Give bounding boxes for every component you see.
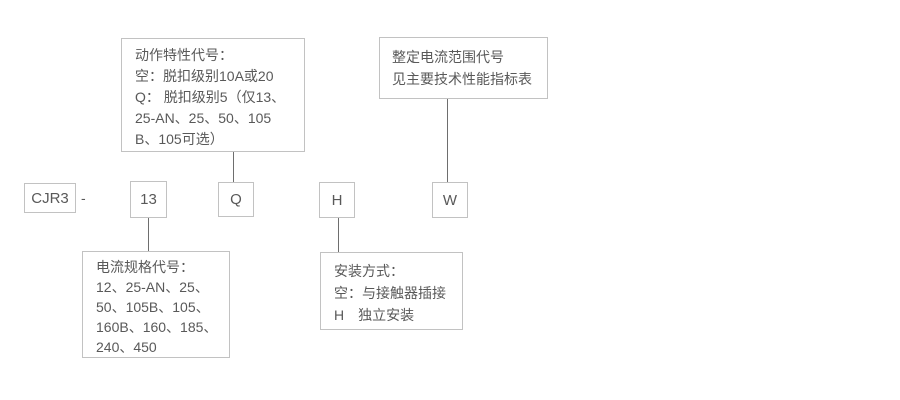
callout-text-line: 整定电流范围代号: [392, 49, 504, 65]
callout-text-line: 动作特性代号：: [135, 47, 233, 63]
connector-action-to-q: [233, 152, 234, 182]
model-prefix-box: CJR3: [24, 183, 76, 213]
connector-13-to-current: [148, 218, 149, 251]
callout-text-line: 50、105B、105、: [96, 299, 210, 315]
callout-text-line: B、105可选）: [135, 131, 224, 147]
callout-text-line: 空：脱扣级别10A或20: [135, 68, 274, 84]
current-spec-callout: 电流规格代号： 12、25-AN、25、 50、105B、105、 160B、1…: [82, 251, 230, 358]
mounting-code-box: H: [319, 182, 355, 218]
action-characteristic-code-label: Q: [230, 191, 242, 208]
setting-current-range-callout: 整定电流范围代号 见主要技术性能指标表: [379, 37, 548, 99]
action-characteristic-code-box: Q: [218, 182, 254, 217]
callout-text-line: 240、450: [96, 339, 157, 355]
connector-h-to-mount: [338, 218, 339, 252]
current-spec-code-label: 13: [140, 191, 157, 208]
callout-text-line: Q： 脱扣级别5（仅13、: [135, 89, 286, 105]
range-code-label: W: [442, 191, 458, 209]
mounting-code-label: H: [331, 191, 343, 209]
callout-text-line: 25-AN、25、50、105: [135, 110, 272, 126]
callout-text-line: 160B、160、185、: [96, 319, 218, 335]
connector-range-to-w: [447, 99, 448, 182]
callout-text-line: 见主要技术性能指标表: [392, 71, 532, 87]
action-characteristic-callout: 动作特性代号： 空：脱扣级别10A或20 Q： 脱扣级别5（仅13、 25-AN…: [121, 38, 305, 152]
mounting-style-callout: 安装方式： 空：与接触器插接 H 独立安装: [320, 252, 463, 330]
model-separator-dash: -: [81, 190, 86, 206]
callout-text-line: 安装方式：: [334, 263, 404, 279]
current-spec-code-box: 13: [130, 181, 167, 218]
callout-text-line: 电流规格代号：: [96, 259, 194, 275]
range-code-box: W: [432, 182, 468, 218]
callout-text-line: 12、25-AN、25、: [96, 279, 209, 295]
callout-text-line: 空：与接触器插接: [334, 285, 446, 301]
model-prefix-label: CJR3: [31, 189, 69, 207]
callout-text-line: H 独立安装: [334, 307, 415, 323]
